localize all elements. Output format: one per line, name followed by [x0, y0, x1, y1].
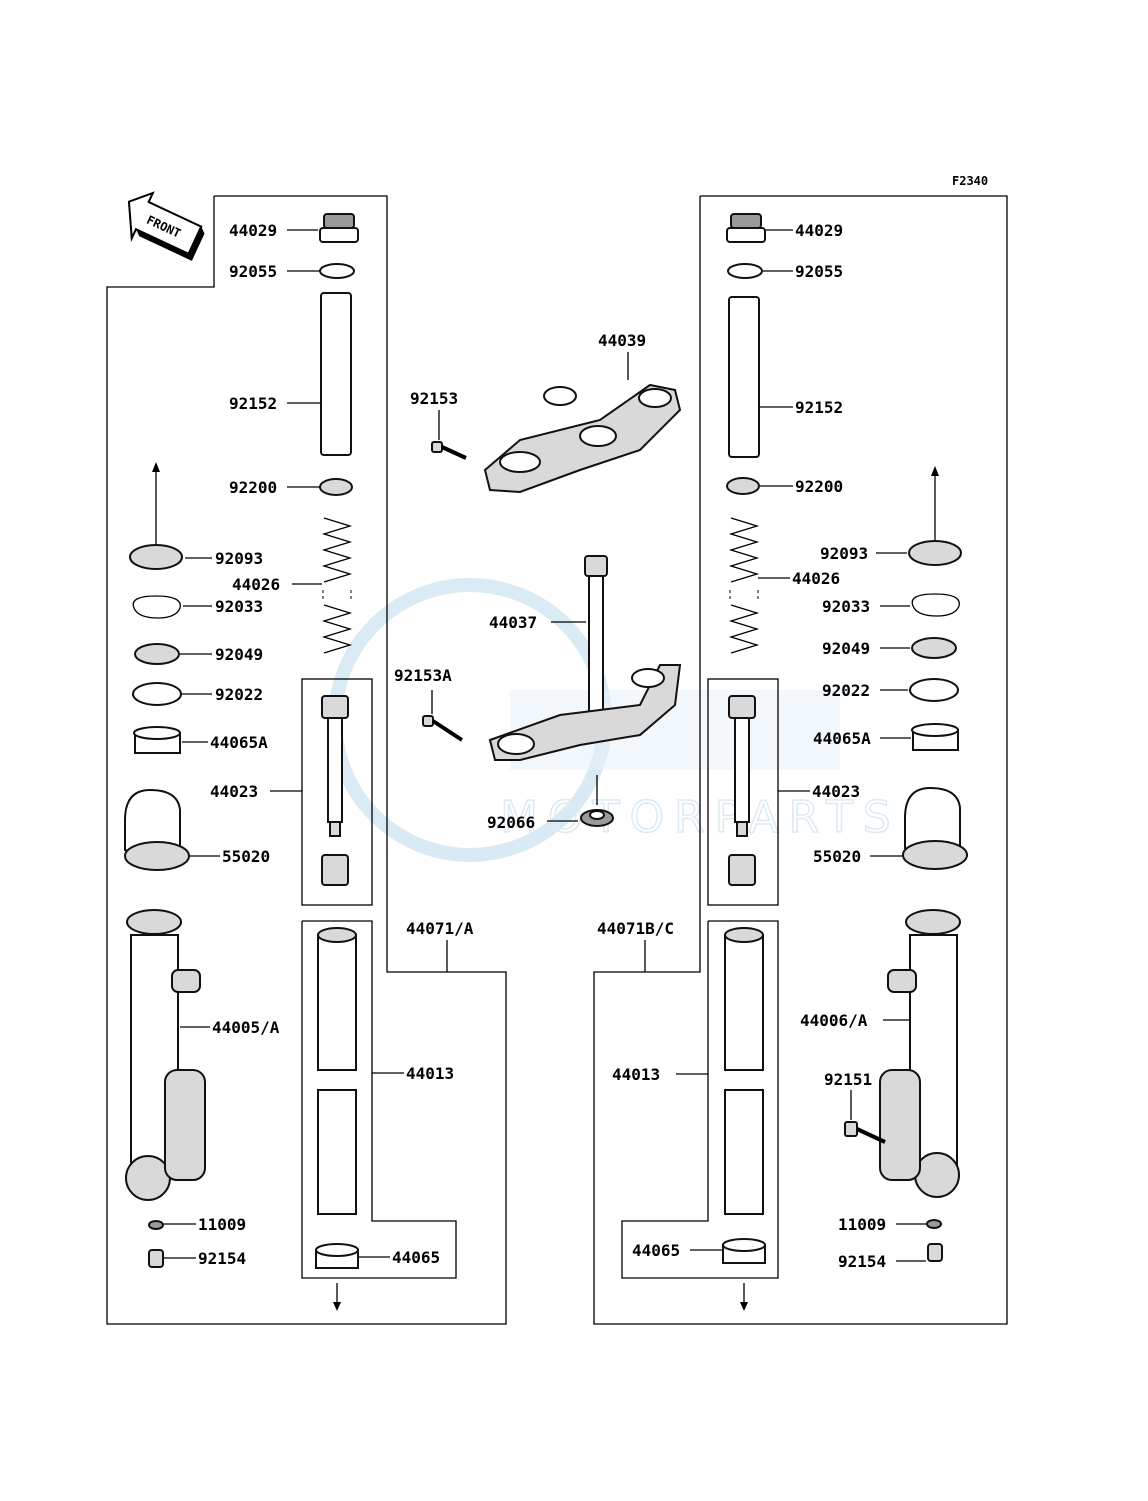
right-label-92154: 92154 [838, 1252, 886, 1271]
left-label-44065: 44065 [392, 1248, 440, 1267]
label-92066: 92066 [487, 813, 535, 832]
right-label-11009: 11009 [838, 1215, 886, 1234]
right-assembly-frame [593, 195, 1008, 1325]
left-label-11009: 11009 [198, 1215, 246, 1234]
right-axle-bolt-92151 [844, 1121, 886, 1144]
right-label-92022: 92022 [822, 681, 870, 700]
left-guide-bushing-44065a [133, 726, 181, 754]
left-label-44029: 44029 [229, 221, 277, 240]
left-spring-44026 [321, 517, 353, 654]
diagram-code: F2340 [952, 174, 988, 188]
right-outer-tube-44006a [879, 909, 961, 1198]
right-gasket-11009 [926, 1219, 942, 1229]
right-fork-guard-55020 [902, 786, 968, 870]
left-label-44065a: 44065A [210, 733, 268, 752]
right-cap-bolt-44029 [726, 213, 766, 243]
steering-stem-44037 [488, 555, 682, 761]
right-label-92200: 92200 [795, 477, 843, 496]
left-inner-tube-44013 [317, 927, 357, 1215]
right-cylinder-unit-44023 [728, 695, 756, 886]
upper-bolt-92153 [431, 441, 467, 460]
left-label-44013: 44013 [406, 1064, 454, 1083]
label-92153: 92153 [410, 389, 458, 408]
label-92153a: 92153A [394, 666, 452, 685]
left-outer-tube-44005a [125, 909, 206, 1201]
left-fork-guard-55020 [124, 788, 190, 871]
right-label-44065a: 44065A [813, 729, 871, 748]
right-o-ring-92055 [727, 263, 763, 279]
right-washer-92200 [726, 477, 760, 495]
left-label-55020: 55020 [222, 847, 270, 866]
right-inner-tube-box [621, 920, 779, 1279]
right-bolt-92154 [927, 1243, 943, 1262]
stem-bolt-92153a [422, 715, 464, 742]
right-label-44065: 44065 [632, 1241, 680, 1260]
left-bolt-92154 [148, 1249, 164, 1268]
left-label-44026: 44026 [232, 575, 280, 594]
left-arrow-head [152, 462, 160, 472]
right-inner-tube-44013 [724, 927, 764, 1215]
label-44037: 44037 [489, 613, 537, 632]
right-cylinder-box [707, 678, 779, 906]
right-guide-bushing-44065 [722, 1238, 766, 1264]
left-washer-92022 [132, 682, 182, 706]
left-bottom-arrow-head [333, 1302, 341, 1311]
upper-bracket-44039 [483, 383, 682, 494]
right-oil-seal-92049 [911, 637, 957, 659]
front-direction-arrow: FRONT [127, 191, 205, 261]
left-label-92033: 92033 [215, 597, 263, 616]
right-label-44029: 44029 [795, 221, 843, 240]
right-spring-44026 [728, 517, 760, 654]
label-44039: 44039 [598, 331, 646, 350]
left-oil-seal-92049 [134, 643, 180, 665]
left-label-44005a: 44005/A [212, 1018, 280, 1037]
right-label-44071bc: 44071B/C [597, 919, 674, 938]
left-o-ring-92055 [319, 263, 355, 279]
right-leader-lines [644, 229, 926, 1262]
left-leader-lines [164, 229, 448, 1259]
left-label-92152: 92152 [229, 394, 277, 413]
left-label-92200: 92200 [229, 478, 277, 497]
stem-nut-92066 [580, 809, 614, 827]
left-cap-bolt-44029 [319, 213, 359, 243]
left-label-92055: 92055 [229, 262, 277, 281]
left-assembly-frame [106, 195, 507, 1325]
right-label-92033: 92033 [822, 597, 870, 616]
right-arrow-head [931, 466, 939, 476]
right-label-92152: 92152 [795, 398, 843, 417]
right-label-92055: 92055 [795, 262, 843, 281]
right-label-44023: 44023 [812, 782, 860, 801]
left-label-92022: 92022 [215, 685, 263, 704]
center-leader-lines [431, 352, 629, 822]
left-pipe-spacer-92152 [320, 292, 352, 456]
right-label-44026: 44026 [792, 569, 840, 588]
right-washer-92022 [909, 678, 959, 702]
left-label-44023: 44023 [210, 782, 258, 801]
watermark-text: MOTORPARTS [500, 792, 901, 843]
right-label-92049: 92049 [822, 639, 870, 658]
right-label-44013: 44013 [612, 1065, 660, 1084]
left-label-92049: 92049 [215, 645, 263, 664]
right-label-92093: 92093 [820, 544, 868, 563]
right-pipe-spacer-92152 [728, 296, 760, 458]
left-cylinder-box [301, 678, 373, 906]
right-guide-bushing-44065a [911, 723, 959, 751]
left-label-44071a: 44071/A [406, 919, 474, 938]
left-dust-seal-92093 [129, 544, 183, 570]
left-gasket-11009 [148, 1220, 164, 1230]
right-label-55020: 55020 [813, 847, 861, 866]
left-label-92154: 92154 [198, 1249, 246, 1268]
left-washer-92200 [319, 478, 353, 496]
left-cylinder-unit-44023 [321, 695, 349, 886]
left-inner-tube-box [301, 920, 457, 1279]
left-label-92093: 92093 [215, 549, 263, 568]
right-bottom-arrow-head [740, 1302, 748, 1311]
right-label-44006a: 44006/A [800, 1011, 868, 1030]
right-circlip-92033 [911, 593, 960, 617]
right-dust-seal-92093 [908, 540, 962, 566]
left-circlip-92033 [132, 595, 181, 619]
left-guide-bushing-44065 [315, 1243, 359, 1269]
right-label-92151: 92151 [824, 1070, 872, 1089]
